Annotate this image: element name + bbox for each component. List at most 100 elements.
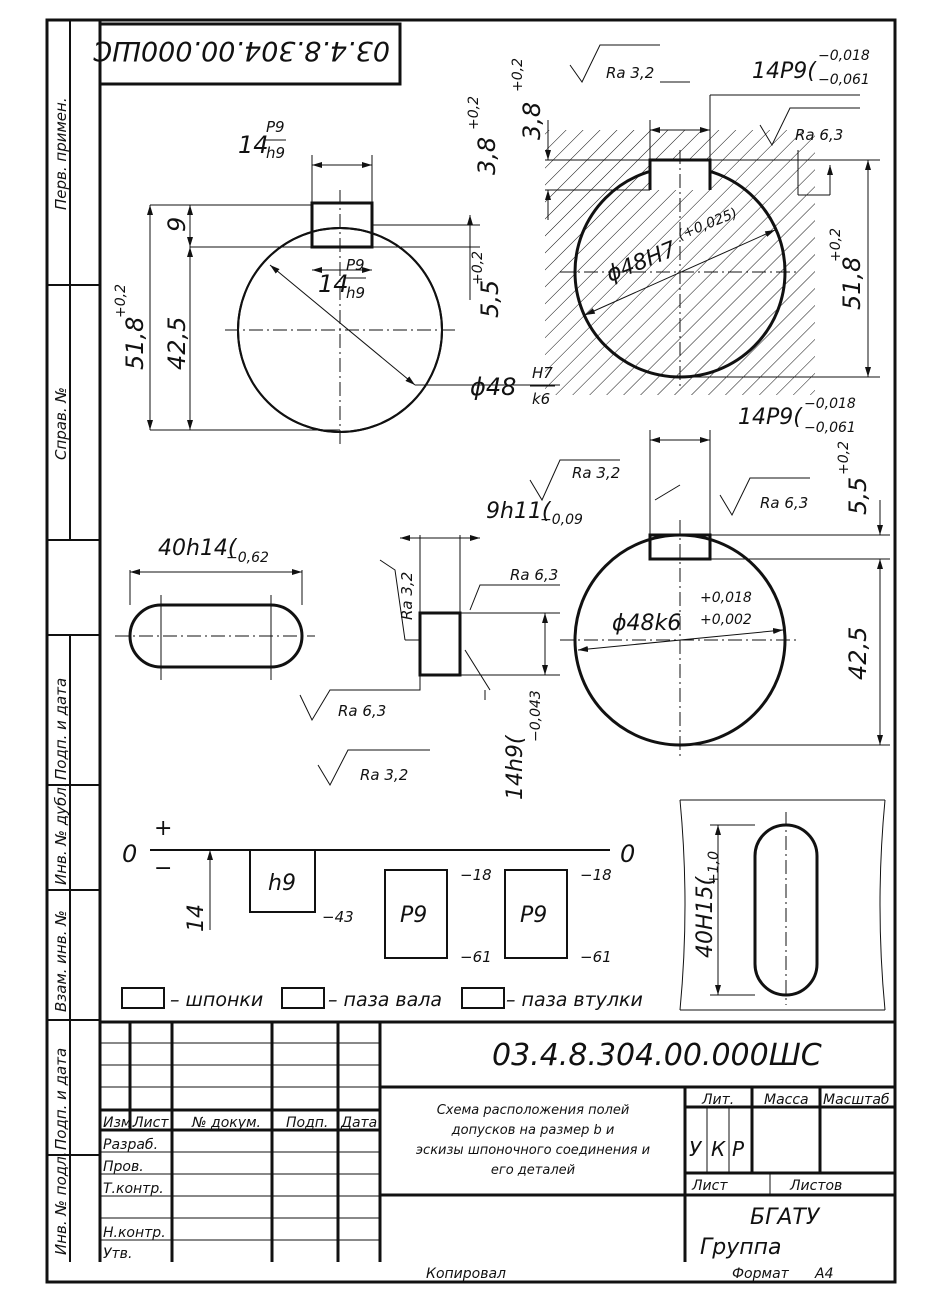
legend-keys-swatch [121,987,165,1009]
dim-51-8-shaft: 51,8 [121,317,149,370]
shaft-dim-5-5: 5,5 [844,477,872,515]
shaft-ra-right: Ra 6,3 [760,494,808,512]
svg-text:Листов: Листов [789,1178,842,1194]
p9-shaft-label: P9 [400,903,427,928]
minus-sign: − [154,856,172,881]
title-block: 03.4.8.304.00.000ШС Изм. Лист № докум. П… [100,1020,895,1262]
shaft-width-dim-2: 14 [318,270,349,298]
legend-hub-swatch [461,987,505,1009]
hub-dim-3-8-b: 3,8 [473,137,501,175]
svg-text:№ докум.: № докум. [191,1115,261,1131]
svg-text:Лист: Лист [691,1178,728,1194]
svg-text:−0,061: −0,061 [804,420,856,436]
shaft-slot-dim: 14P9( [738,405,803,430]
shaft-dia-k6: ϕ48k6 [612,611,681,636]
footer-format: Формат [732,1266,790,1282]
key-ra-top: Ra 6,3 [510,566,558,584]
p9-shaft-lower: −61 [460,948,492,966]
hub-section: Ra 3,2 Ra 6,3 14P9( −0,018 −0,061 3,8 +0… [466,44,880,395]
zero-right-label: 0 [620,840,635,868]
hub-dim-51-8: 51,8 [838,257,866,310]
label-podp-i-data-2: Подп. и дата [52,1048,70,1150]
legend-hub-label: – паза втулки [506,989,643,1011]
svg-text:−0,043: −0,043 [528,690,544,742]
doc-title-line-1: Схема расположения полей [437,1103,630,1118]
key-height-dim: 9h11( [486,499,552,524]
doc-title-line-2: допусков на размер b и [451,1123,615,1138]
label-vzam-inv-no: Взам. инв. № [52,910,70,1012]
doc-title-line-3: эскизы шпоночного соединения и [416,1143,650,1158]
rotated-stamp-box [98,22,402,86]
shaft-width-dim: 14 [238,131,269,159]
tolerance-scheme: 0 0 + − 14 h9 −43 P9 −18 −61 P9 −18 −61 [122,816,635,966]
legend-shaft-label: – паза вала [328,989,442,1011]
svg-text:+0,2: +0,2 [466,96,482,130]
svg-text:+0,2: +0,2 [113,284,129,318]
svg-text:−0,09: −0,09 [540,512,583,528]
hub-dim-3-8-a: 3,8 [518,102,546,140]
svg-text:Лит.: Лит. [701,1092,734,1108]
p9-shaft-field [384,869,448,959]
key-plan: 40h14( −0,62 [115,536,315,680]
svg-text:Дата: Дата [340,1115,377,1131]
svg-text:+0,2: +0,2 [828,228,844,262]
legend-shaft-swatch [281,987,325,1009]
p9-hub-label: P9 [520,903,547,928]
label-sprav-no: Справ. № [52,387,70,460]
dim-42-5: 42,5 [163,317,191,370]
hub-ra-right: Ra 6,3 [795,126,843,144]
svg-text:h9: h9 [346,284,365,302]
shaft-keyway [648,533,712,561]
group: Группа [700,1235,782,1260]
svg-text:У: У [689,1137,703,1161]
shaft-dim-42-5: 42,5 [844,627,872,680]
svg-text:+0,2: +0,2 [836,441,852,475]
scheme-size: 14 [184,904,209,932]
outer-frame [45,18,897,1284]
svg-text:+0,2: +0,2 [470,251,486,285]
svg-text:К: К [711,1137,726,1161]
svg-text:Р: Р [732,1137,745,1161]
h9-lower: −43 [322,908,354,926]
hub-ra-left: Ra 3,2 [606,64,654,82]
p9-hub-upper: −18 [580,866,612,884]
p9-shaft-upper: −18 [460,866,492,884]
svg-text:Лист: Лист [132,1115,169,1131]
slot-view: 40H15( +1,0 [679,799,886,1011]
key-width-dim: 14h9( [503,734,528,800]
svg-text:−0,061: −0,061 [818,72,870,88]
footer-kopiroval: Копировал [426,1266,506,1282]
doc-title-line-4: его деталей [491,1163,575,1178]
svg-text:−0,018: −0,018 [818,48,870,64]
svg-text:Подп.: Подп. [286,1115,328,1131]
key-length-dim: 40h14( [158,536,238,561]
svg-text:Пров.: Пров. [103,1159,144,1175]
key-section: 9h11( −0,09 Ra 6,3 Ra 3,2 Ra 6,3 Ra 3,2 … [299,499,583,800]
svg-text:+1,0: +1,0 [706,851,722,885]
svg-text:Масса: Масса [764,1092,809,1108]
svg-text:Н.контр.: Н.контр. [103,1225,166,1241]
footer-format-value: А4 [814,1266,833,1282]
legend: – шпонки – паза вала – паза втулки [121,987,643,1011]
shaft-key-section: 14 P9 h9 14 P9 h9 9 42,5 51,8 +0,2 5,5 +… [113,118,560,445]
organization: БГАТУ [750,1205,821,1230]
svg-text:P9: P9 [266,118,285,136]
shaft-view: 14P9( −0,018 −0,061 Ra 3,2 Ra 6,3 5,5 +0… [529,396,890,760]
svg-text:h9: h9 [266,144,285,162]
legend-keys-label: – шпонки [170,989,263,1011]
label-perv-primen: Перв. примен. [52,97,70,210]
svg-text:Масштаб: Масштаб [823,1092,890,1108]
label-inv-no-dubl: Инв. № дубл. [52,782,70,885]
label-podp-i-data-1: Подп. и дата [52,678,70,780]
key-ra-bottom-2: Ra 3,2 [360,766,408,784]
p9-hub-field [504,869,568,959]
h9-field [249,849,316,913]
svg-text:−0,018: −0,018 [804,396,856,412]
plus-sign: + [154,816,172,841]
svg-text:−0,62: −0,62 [226,550,269,566]
svg-text:+0,2: +0,2 [510,58,526,92]
key-section-rect [418,611,462,677]
h9-label: h9 [268,871,296,896]
title-block-code: 03.4.8.304.00.000ШС [492,1038,822,1073]
